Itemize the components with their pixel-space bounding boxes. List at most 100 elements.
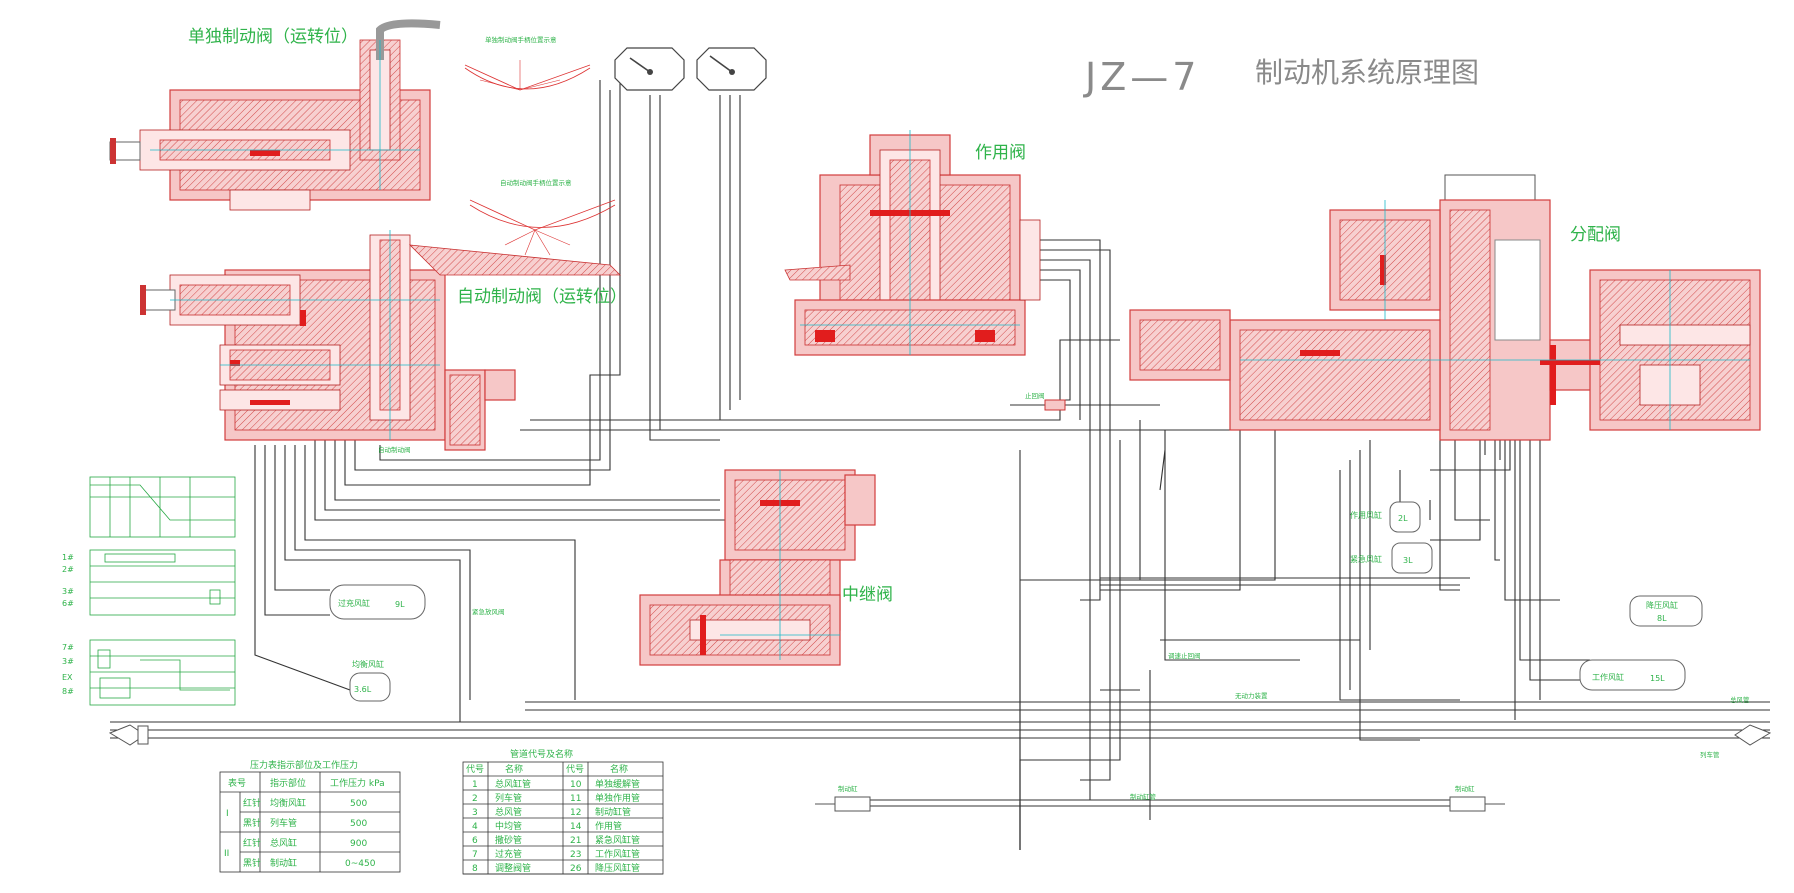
pipe-code-cell: 26: [570, 864, 582, 874]
svg-text:紧急风缸: 紧急风缸: [1350, 554, 1382, 564]
handle-timing-chart-top: [89, 476, 236, 538]
svg-text:名称: 名称: [610, 763, 628, 775]
brake-cylinder-pipe-label: 制动缸管: [1130, 792, 1157, 801]
svg-text:6#: 6#: [62, 599, 74, 608]
svg-text:8L: 8L: [1657, 614, 1667, 623]
check-valve-label: 止回阀: [1025, 391, 1045, 400]
automatic-brake-valve-label: 自动制动阀（运转位）: [457, 287, 627, 307]
pipe-code-cell: 10: [570, 780, 582, 790]
distributing-valve-label: 分配阀: [1570, 225, 1621, 245]
svg-text:红针: 红针: [243, 837, 261, 849]
action-valve: [784, 130, 1041, 356]
svg-text:2L: 2L: [1398, 514, 1408, 523]
svg-text:3#: 3#: [62, 657, 74, 666]
svg-text:黑针: 黑针: [243, 817, 261, 829]
svg-text:900: 900: [350, 839, 367, 849]
pipe-name-cell: 列车管: [495, 792, 522, 804]
independent-handle-diagram-label: 单独制动阀手柄位置示意: [485, 35, 557, 44]
pipe-code-cell: 14: [570, 822, 582, 832]
pipe-name-cell: 撒砂管: [495, 834, 522, 846]
pressure-table: 压力表指示部位及工作压力 表号 指示部位 工作压力 kPa I 红针 均衡风缸 …: [219, 759, 401, 873]
brake-cylinder-left: [815, 796, 871, 812]
pressure-gauge-1: [614, 47, 685, 91]
svg-text:1#: 1#: [62, 553, 74, 562]
no-power-device-label: 无动力装置: [1235, 691, 1268, 700]
pipe-name-cell: 紧急风缸管: [595, 834, 640, 846]
automatic-handle-diagram-label: 自动制动阀手柄位置示意: [500, 178, 572, 187]
working-reservoir: 工作风缸 15L: [1579, 659, 1686, 691]
pressure-table-title: 压力表指示部位及工作压力: [250, 759, 358, 771]
relay-valve: [639, 469, 876, 666]
pipe-code-cell: 8: [472, 864, 478, 874]
pressure-gauge-2: [696, 47, 767, 91]
brake-cylinder-left-label: 制动缸: [838, 784, 858, 793]
emergency-reservoir: 紧急风缸 3L: [1350, 542, 1433, 574]
handle-timing-chart-middle: 1# 2# 3# 6#: [62, 549, 236, 616]
relay-valve-label: 中继阀: [842, 585, 893, 605]
equalizing-reservoir: 均衡风缸 3.6L: [349, 659, 391, 702]
svg-text:7#: 7#: [62, 643, 74, 652]
svg-text:II: II: [224, 849, 229, 859]
svg-text:代号: 代号: [566, 764, 584, 775]
pipe-table-title: 管道代号及名称: [510, 748, 573, 760]
independent-handle-position-diagram: [464, 60, 591, 91]
svg-text:0~450: 0~450: [345, 859, 376, 869]
pipe-name-cell: 单独作用管: [595, 792, 640, 804]
svg-text:工作风缸: 工作风缸: [1592, 672, 1624, 682]
svg-text:名称: 名称: [505, 763, 523, 775]
pipe-name-cell: 降压风缸管: [595, 862, 640, 874]
cutout-cock-label: 调速止回阀: [1168, 651, 1201, 660]
reduction-reservoir: 降压风缸 8L: [1629, 595, 1703, 627]
action-reservoir: 作用风缸 2L: [1350, 501, 1421, 533]
svg-text:EX: EX: [62, 673, 73, 682]
overcharge-reservoir: 过充风缸 9L: [329, 584, 426, 620]
train-pipe-label: 列车管: [1700, 750, 1720, 759]
pipe-name-cell: 单独缓解管: [595, 778, 640, 790]
brake-cylinder-right-label: 制动缸: [1455, 784, 1475, 793]
distributing-valve: [1129, 174, 1761, 441]
pipe-name-cell: 总风缸管: [495, 778, 531, 790]
automatic-handle-position-diagram: [469, 199, 616, 256]
svg-text:红针: 红针: [243, 797, 261, 809]
svg-text:作用风缸: 作用风缸: [1350, 510, 1382, 520]
handle-timing-chart-bottom: 7# 3# EX 8#: [62, 639, 236, 706]
svg-text:列车管: 列车管: [270, 817, 297, 829]
svg-text:500: 500: [350, 819, 367, 829]
pipe-code-cell: 23: [570, 850, 581, 860]
svg-text:指示部位: 指示部位: [270, 777, 306, 789]
diagram-model: JZ—7: [1083, 55, 1200, 99]
pipe-code-cell: 3: [472, 808, 478, 818]
svg-text:表号: 表号: [228, 777, 246, 789]
svg-text:15L: 15L: [1650, 674, 1665, 683]
pipe-network: [110, 80, 1770, 850]
total-reservoir-pipe-label: 总风管: [1730, 695, 1750, 704]
svg-text:9L: 9L: [395, 600, 405, 609]
pipe-name-cell: 调整阀管: [495, 862, 531, 874]
diagram-title: 制动机系统原理图: [1255, 56, 1479, 89]
svg-text:I: I: [226, 809, 229, 819]
independent-brake-valve: [109, 19, 441, 211]
automatic-brake-valve: [140, 230, 621, 451]
svg-text:均衡风缸: 均衡风缸: [270, 797, 306, 809]
auto-brake-small-label: 自动制动阀: [378, 445, 411, 454]
svg-text:3L: 3L: [1403, 556, 1413, 565]
pipe-name-cell: 作用管: [595, 820, 622, 832]
pipe-code-cell: 7: [472, 850, 478, 860]
pipe-code-cell: 12: [570, 808, 581, 818]
svg-text:3.6L: 3.6L: [354, 685, 372, 694]
pipe-name-cell: 中均管: [495, 820, 522, 832]
pipe-name-cell: 总风管: [495, 806, 522, 818]
svg-text:黑针: 黑针: [243, 857, 261, 869]
svg-text:均衡风缸: 均衡风缸: [352, 659, 384, 669]
independent-brake-valve-label: 单独制动阀（运转位）: [188, 27, 358, 47]
svg-text:2#: 2#: [62, 565, 74, 574]
emergency-valve-label: 紧急放风阀: [472, 607, 505, 616]
svg-text:500: 500: [350, 799, 367, 809]
svg-text:过充风缸: 过充风缸: [338, 598, 370, 608]
pipe-name-cell: 工作风缸管: [595, 848, 640, 860]
hose-coupling-left: [108, 724, 149, 746]
svg-text:代号: 代号: [466, 764, 484, 775]
